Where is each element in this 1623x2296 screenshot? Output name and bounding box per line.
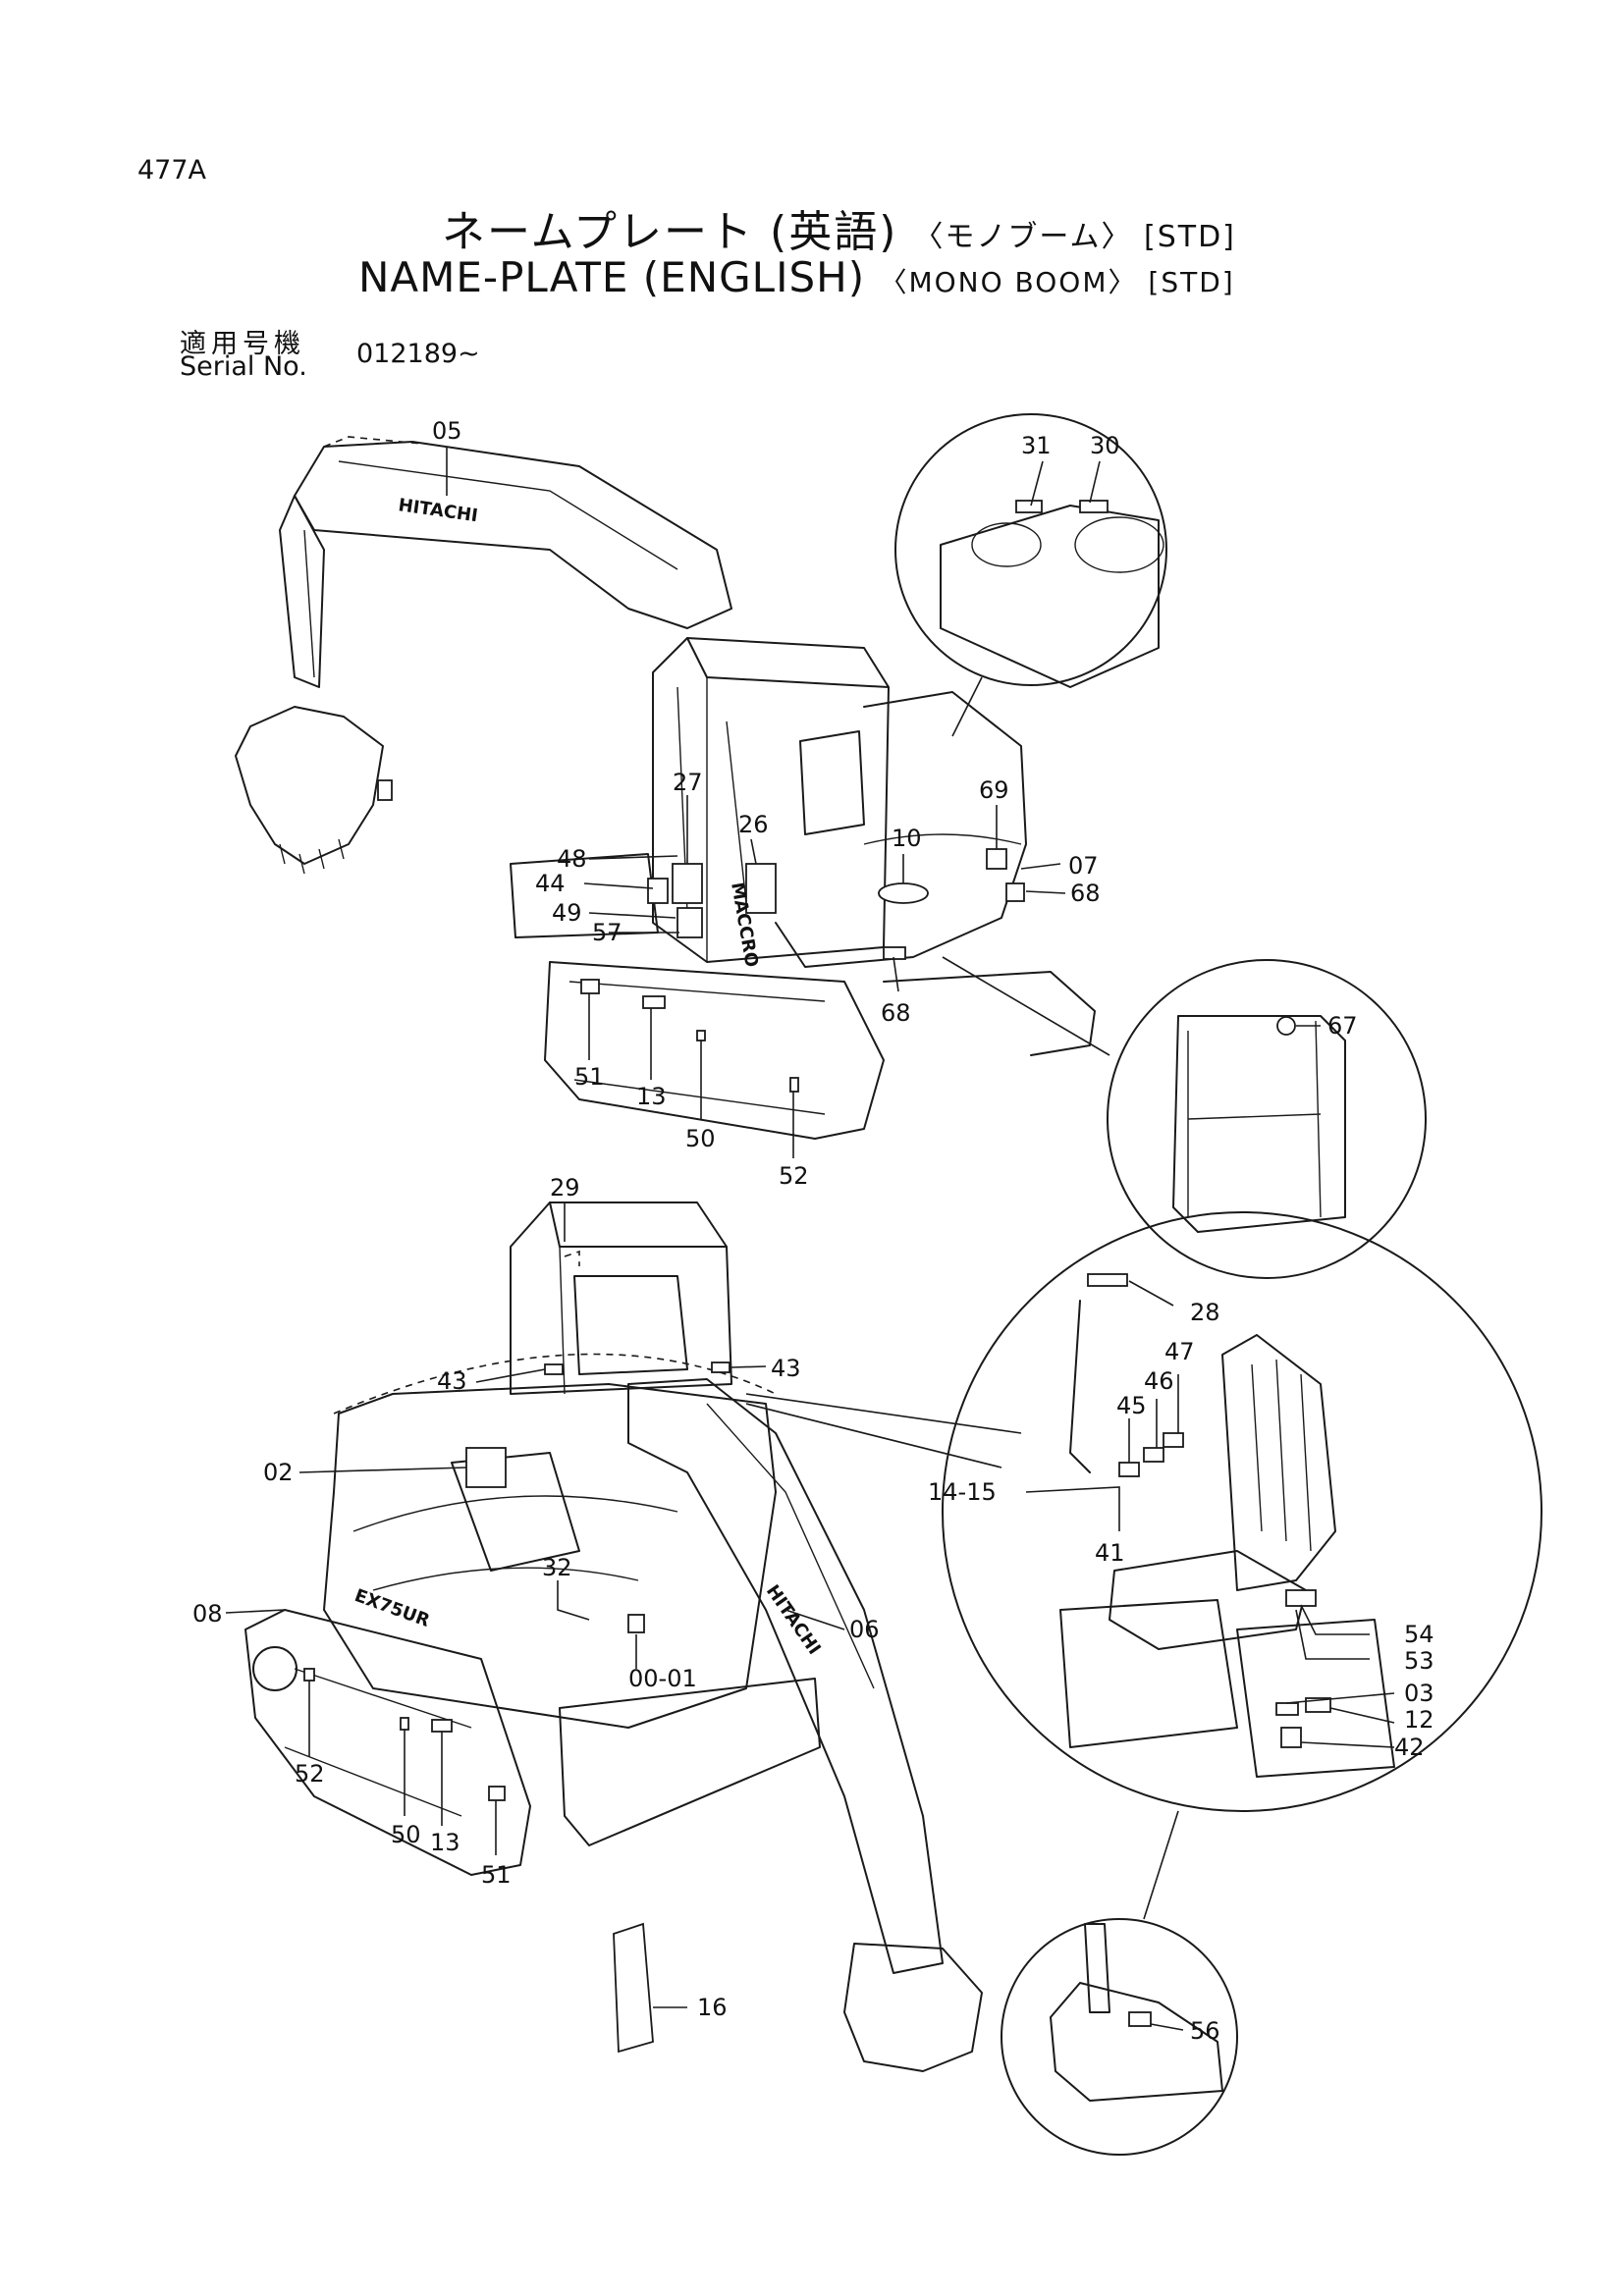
excavator-rear-view	[244, 1201, 983, 2072]
plates-rear	[303, 1250, 730, 2054]
callout-12: 12	[1404, 1706, 1434, 1734]
serial-value: 012189~	[356, 339, 480, 369]
title-jp-main: ネームプレート (英語)	[442, 207, 898, 257]
title-en-sub: 〈MONO BOOM〉 [STD]	[879, 266, 1235, 298]
detail-fuel-cap	[894, 413, 1167, 737]
callouts-front: 05 31 30 27 26 69 10 07 68 48 44 49 57 6…	[432, 417, 1358, 1190]
callout-43b: 43	[771, 1355, 801, 1382]
callout-26: 26	[738, 811, 769, 838]
callout-68a: 68	[1070, 880, 1101, 907]
callout-67: 67	[1327, 1012, 1358, 1040]
callout-28: 28	[1190, 1299, 1220, 1326]
callout-44: 44	[535, 870, 566, 897]
callouts-rear: 29 43 43 28 47 46 45 02 14-15 41 32 08 0…	[192, 1174, 1434, 2045]
title-en-main: NAME-PLATE (ENGLISH)	[358, 253, 866, 301]
serial-label-jp: 適用号機	[180, 329, 305, 359]
callout-53: 53	[1404, 1647, 1434, 1675]
callout-30: 30	[1090, 432, 1120, 459]
callout-42: 42	[1394, 1734, 1425, 1761]
title-english: NAME-PLATE (ENGLISH) 〈MONO BOOM〉 [STD]	[358, 253, 1235, 301]
callout-03: 03	[1404, 1680, 1434, 1707]
callout-13a: 13	[636, 1083, 667, 1110]
callout-56: 56	[1190, 2017, 1220, 2045]
callout-69: 69	[979, 776, 1009, 804]
title-japanese: ネームプレート (英語) 〈モノブーム〉 [STD]	[442, 196, 1236, 259]
detail-cab-interior	[745, 1211, 1542, 1812]
detail-joystick	[1001, 1810, 1238, 2156]
callout-49: 49	[552, 899, 582, 927]
callout-10: 10	[892, 825, 922, 852]
callout-54: 54	[1404, 1621, 1434, 1648]
callout-27: 27	[673, 769, 703, 796]
callout-06: 06	[849, 1616, 880, 1643]
callout-41: 41	[1095, 1539, 1125, 1567]
callout-13b: 13	[430, 1829, 460, 1856]
callout-00-01: 00-01	[628, 1665, 697, 1692]
callout-16: 16	[697, 1994, 728, 2021]
callout-57: 57	[592, 919, 622, 946]
callout-48: 48	[557, 845, 587, 873]
callout-08: 08	[192, 1600, 223, 1628]
callout-31: 31	[1021, 432, 1052, 459]
title-jp-sub: 〈モノブーム〉 [STD]	[913, 220, 1236, 254]
callout-43a: 43	[437, 1367, 467, 1395]
brand-hitachi-boom: HITACHI	[397, 495, 479, 526]
excavator-front-view	[235, 436, 1096, 1140]
callout-45: 45	[1116, 1392, 1147, 1419]
detail-radiator	[942, 956, 1427, 1279]
callout-52b: 52	[295, 1760, 325, 1788]
serial-label-en: Serial No.	[180, 351, 307, 382]
callout-32: 32	[542, 1554, 572, 1581]
callout-05: 05	[432, 417, 462, 445]
page-number: 477A	[137, 155, 207, 186]
callout-14-15: 14-15	[928, 1478, 997, 1506]
callout-68b: 68	[881, 999, 911, 1027]
callout-02: 02	[263, 1459, 294, 1486]
callout-51b: 51	[481, 1861, 512, 1889]
leader-lines	[225, 447, 1395, 2031]
callout-07: 07	[1068, 852, 1099, 880]
callout-50a: 50	[685, 1125, 716, 1152]
brand-ex75ur: EX75UR	[352, 1585, 432, 1631]
callout-29: 29	[550, 1174, 580, 1201]
callout-46: 46	[1144, 1367, 1174, 1395]
callout-52a: 52	[779, 1162, 809, 1190]
callout-51a: 51	[574, 1063, 605, 1091]
plates-front	[580, 848, 1025, 1093]
callout-47: 47	[1164, 1338, 1195, 1365]
callout-50b: 50	[391, 1821, 421, 1848]
